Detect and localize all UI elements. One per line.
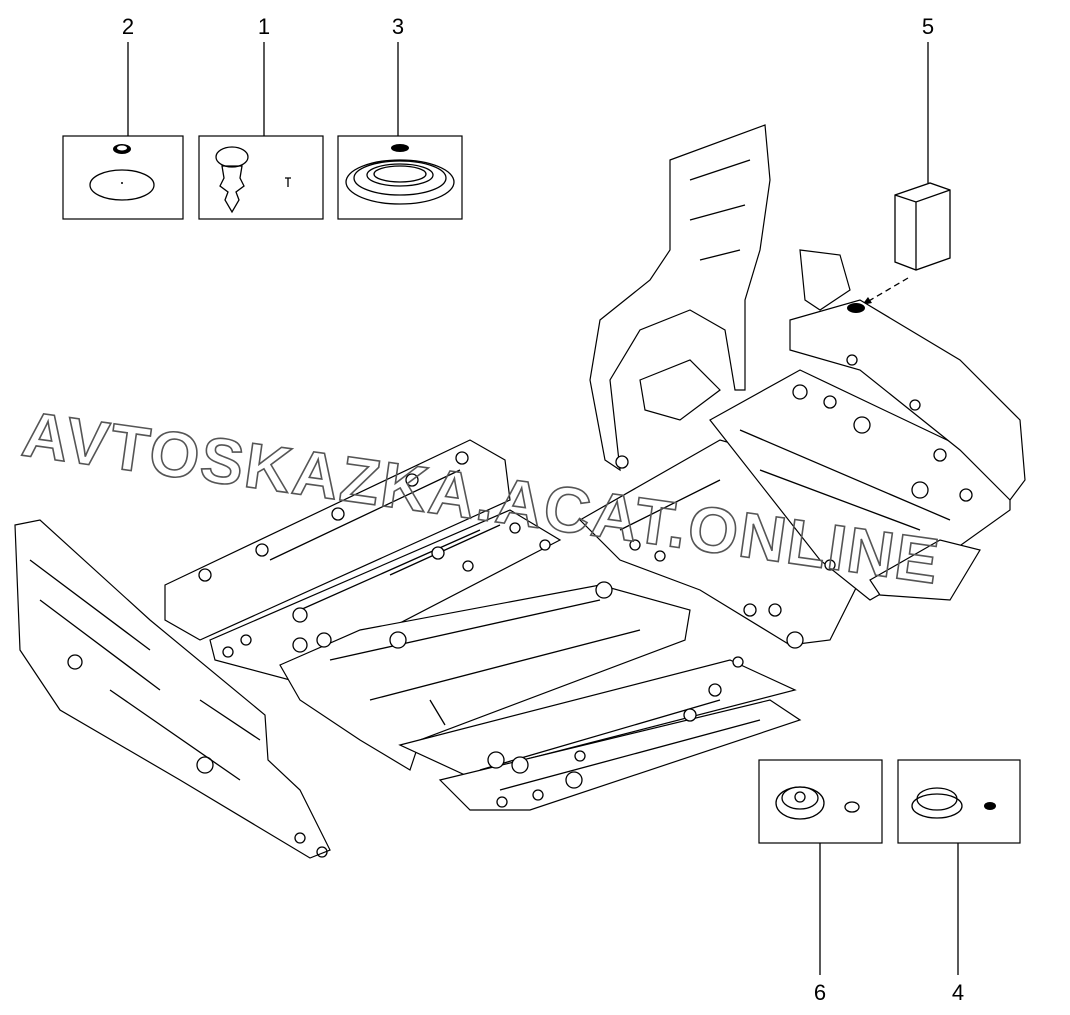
part-5-pad	[861, 182, 951, 306]
part-2-plug-box	[62, 135, 184, 220]
callout-1: 1	[258, 14, 270, 39]
callout-2: 2	[122, 14, 134, 39]
panel-grommets	[198, 354, 973, 808]
part-1-clip-box	[198, 135, 324, 220]
center-tunnel-panel	[279, 584, 691, 771]
leader-lines	[127, 42, 959, 975]
callout-3: 3	[392, 14, 404, 39]
front-bulkhead-panel	[14, 519, 331, 859]
part-3-grommet-box	[337, 135, 463, 220]
rear-crossmember-panel	[789, 249, 1026, 501]
front-floor-left-panel	[164, 439, 562, 681]
callout-4: 4	[952, 980, 964, 1005]
part-4-plug-box	[897, 759, 1021, 844]
callout-6: 6	[814, 980, 826, 1005]
front-floor-right-panel	[398, 659, 802, 811]
callout-5: 5	[922, 14, 934, 39]
rear-wheelhouse-panel	[589, 124, 771, 472]
part-6-grommet-box	[758, 759, 883, 844]
rear-floor-panel	[579, 369, 1011, 646]
